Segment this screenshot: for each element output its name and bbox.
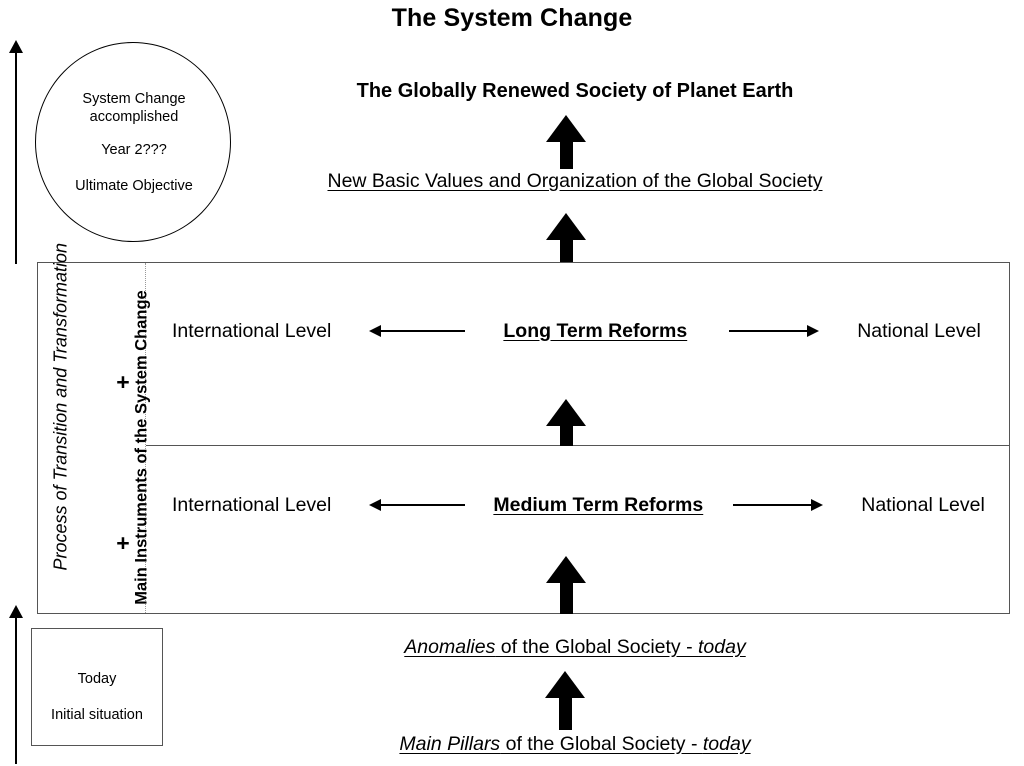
initial-situation-label: Initial situation	[51, 707, 143, 723]
medium-term-national-level: National Level	[861, 493, 985, 516]
medium-term-reforms-label: Medium Term Reforms	[493, 493, 704, 516]
right-arrow-icon-long-term	[729, 324, 820, 338]
plus-sign-top: +	[116, 369, 130, 395]
anomalies-emphasis: Anomalies	[404, 636, 496, 658]
up-arrow-icon-medium-to-long	[546, 399, 586, 446]
new-basic-values-text: New Basic Values and Organization of the…	[327, 170, 823, 192]
instruments-dotted-divider	[145, 263, 146, 613]
pillars-middle: of the Global Society -	[500, 733, 703, 755]
page-title: The System Change	[391, 4, 633, 32]
right-arrow-icon-medium-term	[733, 498, 824, 512]
process-arrow-head-lower	[9, 605, 23, 618]
anomalies-tail: today	[698, 636, 746, 658]
anomalies-middle: of the Global Society -	[495, 636, 699, 658]
long-term-international-level: International Level	[172, 319, 332, 342]
pillars-tail: today	[702, 733, 751, 755]
bubble-line-accomplished: accomplished	[89, 109, 179, 125]
long-term-reforms-row: International Level Long Term Reforms Na…	[146, 316, 1010, 346]
bubble-line-system-change: System Change	[82, 91, 186, 107]
bubble-line-ultimate-objective: Ultimate Objective	[75, 178, 193, 194]
process-arrow-shaft-upper	[15, 52, 17, 264]
pillars-emphasis: Main Pillars	[399, 733, 501, 755]
long-term-reforms-label: Long Term Reforms	[503, 319, 688, 342]
main-instruments-box	[37, 262, 1010, 614]
today-label: Today	[77, 671, 117, 687]
process-arrow-head-upper	[9, 40, 23, 53]
up-arrow-icon-to-values	[546, 213, 586, 263]
left-arrow-icon-long-term	[369, 324, 466, 338]
up-arrow-icon-pillars-to-anomalies	[545, 671, 585, 730]
up-arrow-icon-to-goal	[546, 115, 586, 169]
new-basic-values-heading: New Basic Values and Organization of the…	[160, 170, 990, 193]
anomalies-statement: Anomalies of the Global Society - today	[160, 636, 990, 659]
plus-sign-bottom: +	[116, 530, 130, 556]
medium-term-international-level: International Level	[172, 493, 332, 516]
medium-term-reforms-row: International Level Medium Term Reforms …	[146, 490, 1010, 520]
left-arrow-icon-medium-term	[369, 498, 466, 512]
up-arrow-icon-anomalies-to-medium	[546, 556, 586, 614]
process-arrow-shaft-lower	[15, 617, 17, 764]
today-initial-situation-box: Today Initial situation	[31, 628, 163, 746]
goal-heading: The Globally Renewed Society of Planet E…	[356, 80, 794, 102]
bubble-line-year: Year 2???	[101, 142, 167, 158]
ultimate-objective-bubble: System Change accomplished Year 2??? Ult…	[35, 42, 231, 242]
main-pillars-statement: Main Pillars of the Global Society - tod…	[160, 733, 990, 756]
long-term-national-level: National Level	[857, 319, 981, 342]
reform-rows-divider	[146, 445, 1010, 446]
